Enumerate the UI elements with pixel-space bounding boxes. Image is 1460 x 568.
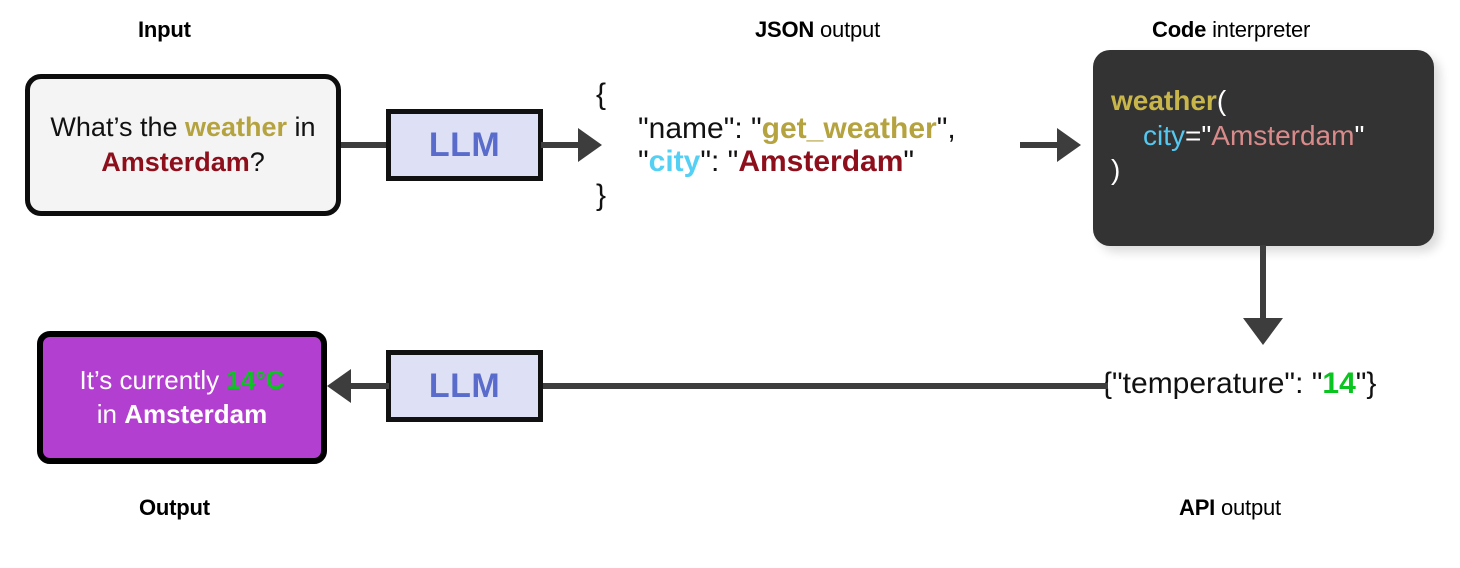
json-line-name: "name": "get_weather", (596, 112, 956, 146)
header-api-output: API output (1179, 495, 1281, 521)
header-code-interpreter-bold: Code (1152, 17, 1207, 42)
code-close-paren: ) (1111, 154, 1121, 186)
code-arg-equals: =" (1185, 119, 1212, 151)
arrow-left-llm-to-output-icon (327, 369, 351, 403)
header-json-output-light: output (814, 17, 880, 42)
input-middle: in (287, 112, 316, 143)
api-output-suffix: "} (1355, 367, 1377, 400)
output-city: Amsterdam (124, 398, 268, 429)
json-name-tail: ", (936, 111, 956, 145)
header-api-output-bold: API (1179, 495, 1216, 520)
json-output-block: { "name": "get_weather", "city": "Amster… (596, 78, 956, 212)
header-api-output-light: output (1215, 495, 1281, 520)
output-prefix: It’s currently (79, 364, 227, 395)
json-name-value: get_weather (761, 111, 937, 145)
header-input: Input (138, 17, 191, 43)
header-code-interpreter-light: interpreter (1206, 17, 1311, 42)
api-output-prefix: {"temperature": " (1102, 367, 1323, 400)
code-function-name: weather (1111, 85, 1217, 116)
code-arg-endquote: " (1354, 119, 1365, 151)
code-arg-name: city (1143, 119, 1185, 151)
arrow-down-code-to-api-icon (1243, 318, 1283, 345)
header-code-interpreter: Code interpreter (1152, 17, 1310, 43)
code-interpreter-box: weather( city="Amsterdam" ) (1093, 50, 1434, 246)
connector-api-to-llm (543, 383, 1108, 389)
code-open-paren: ( (1216, 85, 1227, 116)
connector-llm-to-output (349, 383, 389, 389)
json-city-tail: " (903, 145, 915, 179)
input-suffix: ? (249, 147, 265, 177)
connector-input-to-llm (341, 142, 389, 148)
json-city-value: Amsterdam (738, 145, 904, 179)
api-output-value: 14 (1322, 367, 1356, 400)
header-json-output-bold: JSON (755, 17, 815, 42)
api-output-block: {"temperature": "14"} (1102, 367, 1376, 401)
connector-code-to-api (1260, 245, 1266, 325)
header-input-bold: Input (138, 17, 191, 42)
json-city-mid: ": " (700, 145, 739, 179)
input-message-box: What’s the weather in Amsterdam? (25, 74, 341, 216)
json-city-key: city (648, 145, 701, 179)
connector-json-to-code (1020, 142, 1060, 148)
header-output-bold: Output (139, 495, 210, 520)
output-middle: in (96, 398, 125, 429)
header-output: Output (139, 495, 210, 521)
json-name-key: "name": " (638, 111, 762, 145)
code-line-call: weather( (1111, 84, 1434, 119)
llm-label-bottom: LLM (428, 366, 501, 405)
output-message-box: It’s currently 14°C in Amsterdam (37, 331, 327, 464)
json-open-brace: { (596, 78, 607, 111)
connector-llm-to-json (541, 142, 581, 148)
code-line-arg: city="Amsterdam" (1111, 119, 1434, 154)
input-prefix: What’s the (50, 112, 185, 143)
llm-box-bottom[interactable]: LLM (386, 350, 543, 422)
llm-box-top[interactable]: LLM (386, 109, 543, 181)
code-arg-value: Amsterdam (1211, 119, 1355, 151)
llm-label-top: LLM (428, 125, 501, 164)
json-city-openquote: " (638, 145, 649, 179)
output-temperature: 14°C (226, 364, 285, 395)
input-keyword-weather: weather (185, 112, 288, 143)
json-line-city: "city": "Amsterdam" (596, 145, 956, 179)
output-message-text: It’s currently 14°C in Amsterdam (80, 364, 285, 432)
arrow-right-llm-to-json-icon (578, 128, 602, 162)
arrow-right-json-to-code-icon (1057, 128, 1081, 162)
header-json-output: JSON output (755, 17, 880, 43)
input-message-text: What’s the weather in Amsterdam? (30, 110, 336, 179)
json-close-brace: } (596, 178, 607, 212)
input-city-amsterdam: Amsterdam (101, 147, 250, 177)
code-line-close: ) (1111, 153, 1434, 188)
